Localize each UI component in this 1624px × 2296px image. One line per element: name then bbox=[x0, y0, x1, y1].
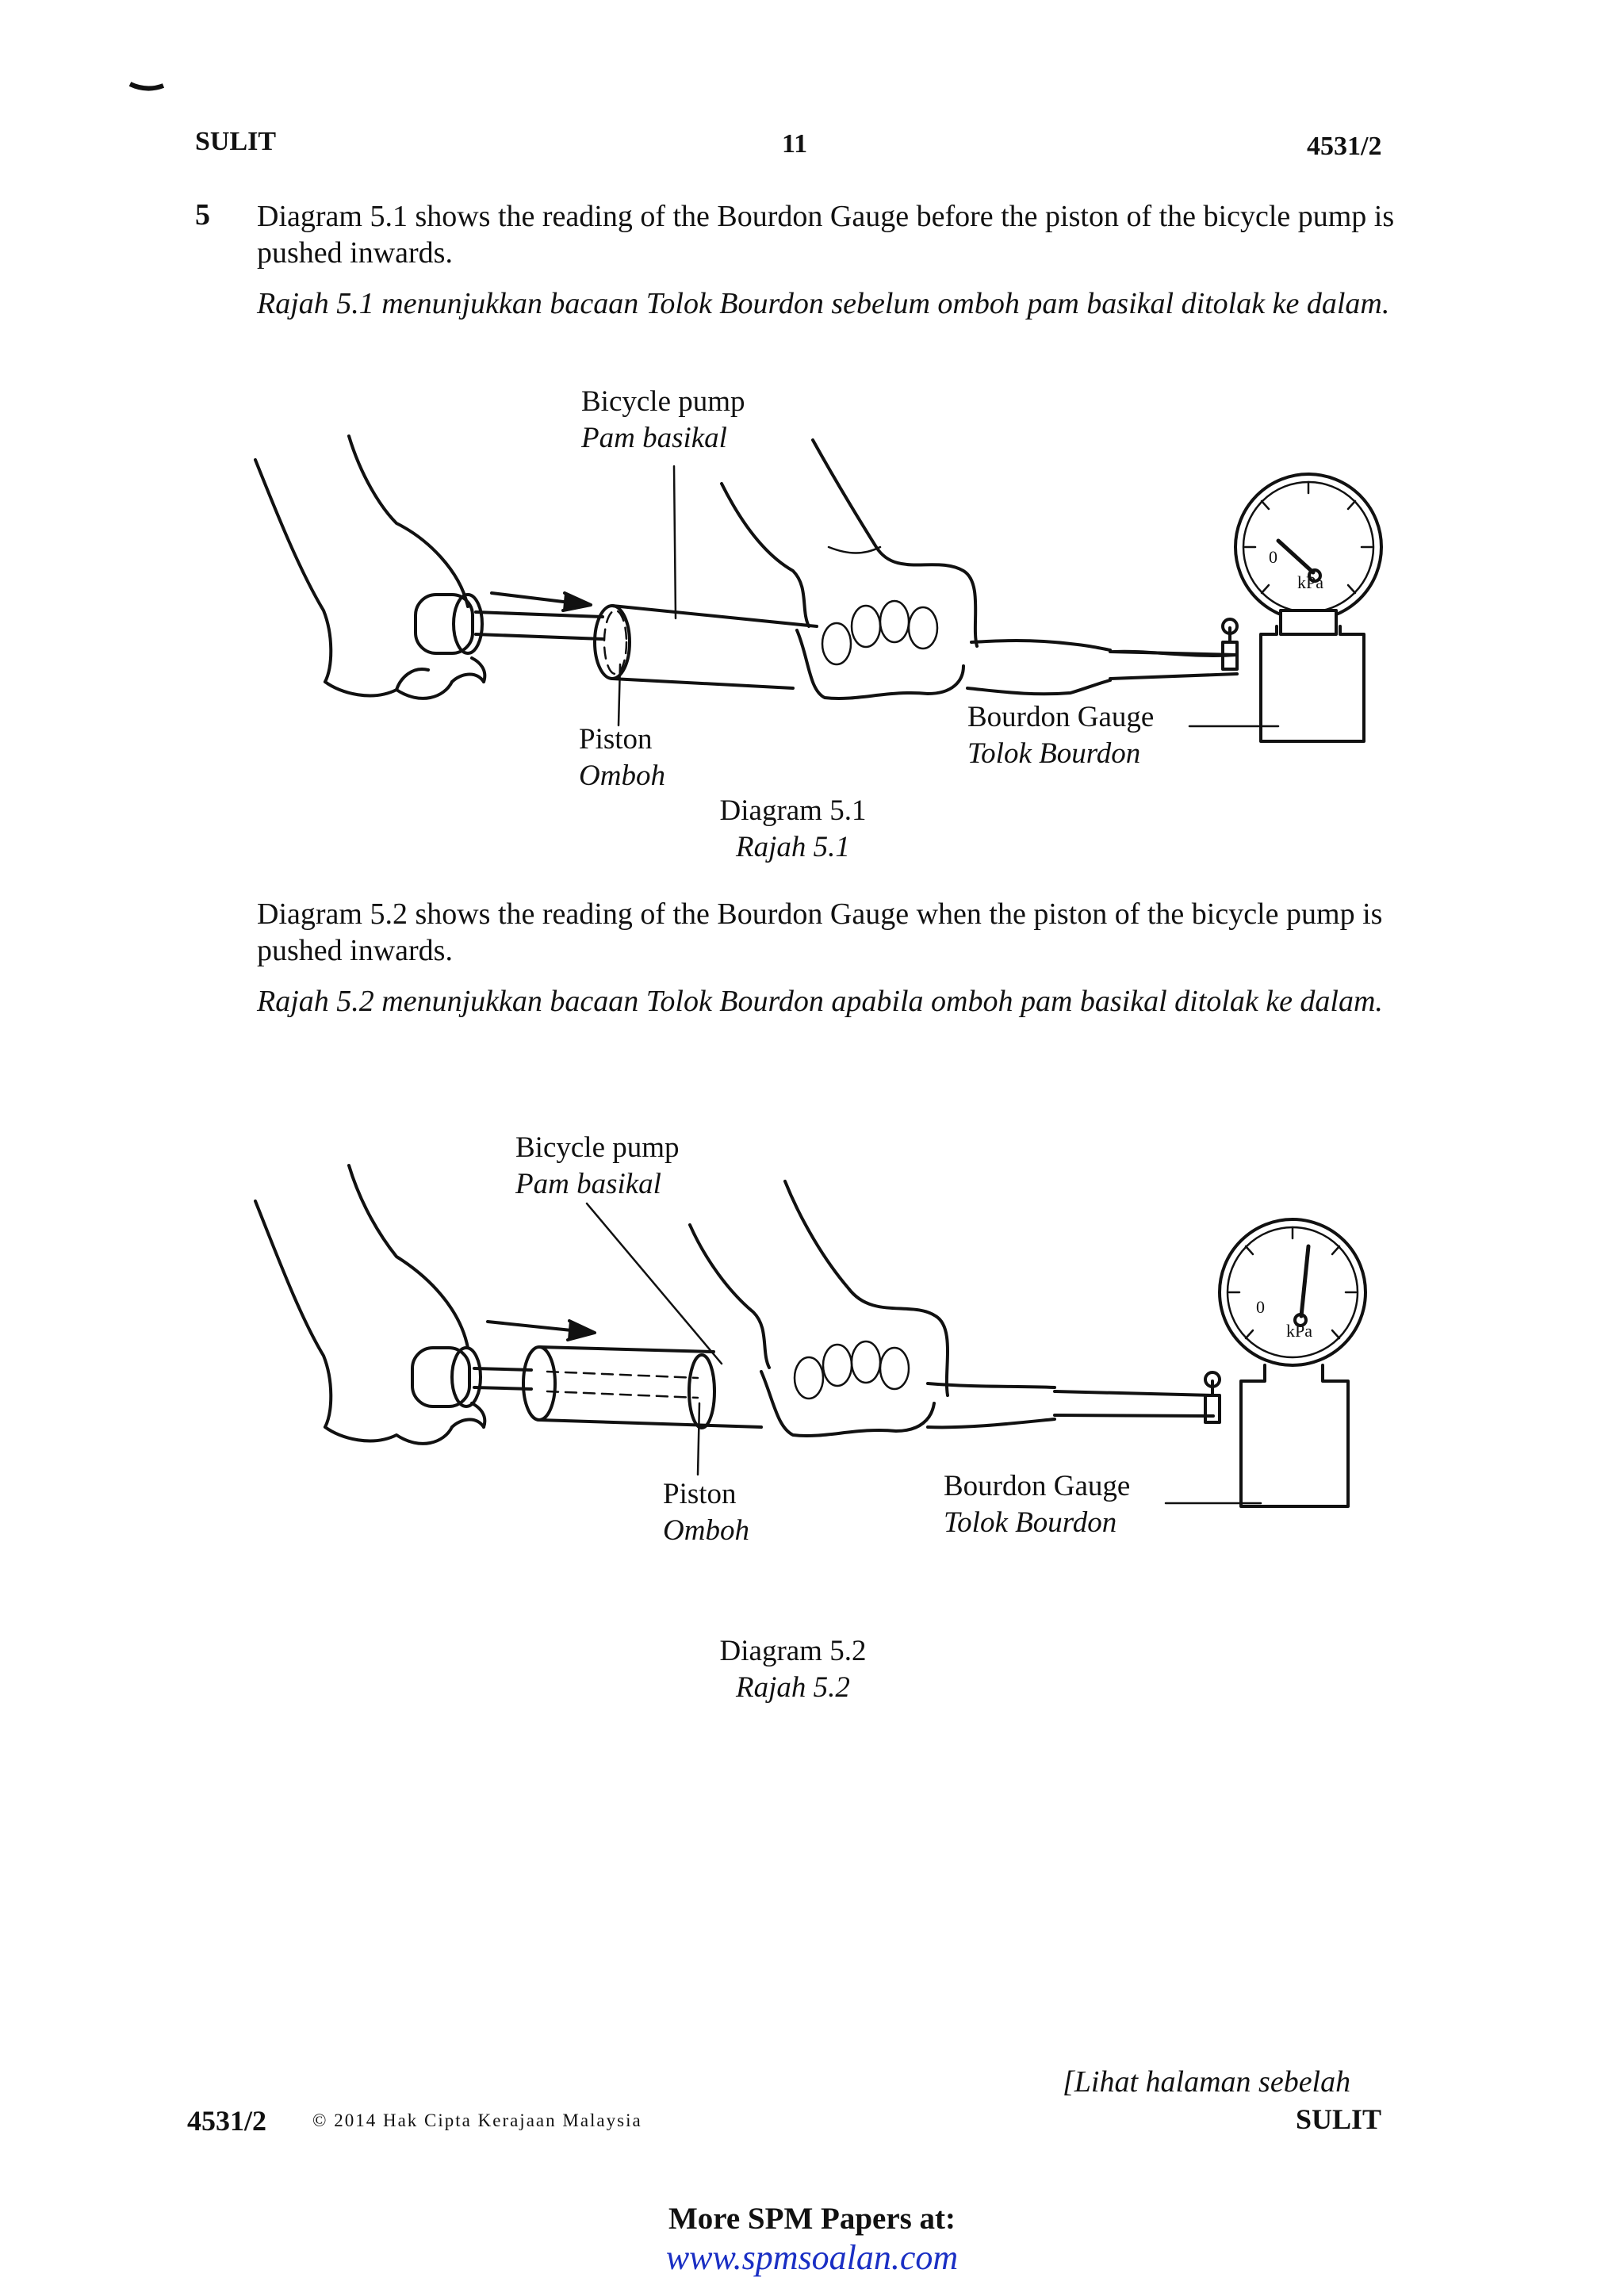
bourdon-gauge-2 bbox=[1218, 1218, 1367, 1508]
d1-pump-label-en: Bicycle pump bbox=[581, 385, 745, 418]
d1-caption-en: Diagram 5.1 bbox=[719, 794, 867, 827]
bourdon-gauge-1 bbox=[1234, 473, 1383, 743]
see-next-page: [Lihat halaman sebelah bbox=[1063, 2065, 1351, 2099]
right-hand-drawing-2 bbox=[688, 1180, 949, 1438]
d1-piston-label-en: Piston bbox=[579, 723, 653, 756]
footer-code: 4531/2 bbox=[187, 2105, 267, 2137]
left-hand-drawing bbox=[254, 434, 487, 700]
more-papers-text: More SPM Papers at: bbox=[668, 2202, 956, 2236]
d1-gauge-label-en: Bourdon Gauge bbox=[967, 701, 1155, 733]
question-text-en-1: Diagram 5.1 shows the reading of the Bou… bbox=[257, 200, 1395, 270]
d2-gauge-label-ms: Tolok Bourdon bbox=[944, 1506, 1117, 1539]
footer-sulit: SULIT bbox=[1296, 2103, 1382, 2135]
d1-piston-label-ms: Omboh bbox=[579, 760, 665, 792]
d2-pump-label-en: Bicycle pump bbox=[515, 1131, 680, 1164]
question-number: 5 bbox=[195, 198, 210, 232]
d2-gauge-zero: 0 bbox=[1256, 1297, 1265, 1317]
d2-gauge-label-en: Bourdon Gauge bbox=[944, 1470, 1131, 1502]
d1-pump-label-ms: Pam basikal bbox=[581, 422, 727, 454]
push-arrow-2 bbox=[486, 1319, 596, 1341]
hose-valve-2 bbox=[1204, 1371, 1221, 1424]
paper-code: 4531/2 bbox=[1307, 132, 1382, 161]
d2-pump-label-ms: Pam basikal bbox=[515, 1168, 661, 1200]
pump-handle-2 bbox=[411, 1346, 533, 1408]
diagram-5-2 bbox=[254, 1164, 1367, 1508]
d1-gauge-unit: kPa bbox=[1297, 572, 1323, 592]
corner-mark bbox=[128, 82, 165, 91]
pump-handle bbox=[414, 593, 604, 655]
hose-valve bbox=[1113, 618, 1239, 671]
question-text-en-2: Diagram 5.2 shows the reading of the Bou… bbox=[257, 897, 1383, 967]
d1-gauge-zero: 0 bbox=[1269, 547, 1277, 567]
header-sulit: SULIT bbox=[195, 127, 277, 156]
d2-caption-en: Diagram 5.2 bbox=[719, 1635, 867, 1667]
question-text-ms-2: Rajah 5.2 menunjukkan bacaan Tolok Bourd… bbox=[257, 985, 1383, 1018]
footer-copyright: © 2014 Hak Cipta Kerajaan Malaysia bbox=[312, 2110, 642, 2130]
d2-gauge-unit: kPa bbox=[1286, 1321, 1312, 1341]
page-number: 11 bbox=[782, 129, 808, 159]
d2-caption-ms: Rajah 5.2 bbox=[736, 1671, 850, 1704]
question-text-ms-1: Rajah 5.1 menunjukkan bacaan Tolok Bourd… bbox=[257, 287, 1390, 320]
d2-piston-label-ms: Omboh bbox=[663, 1514, 749, 1547]
pump-barrel-2 bbox=[522, 1345, 1215, 1429]
diagram-5-1 bbox=[254, 434, 1383, 743]
d2-piston-label-en: Piston bbox=[663, 1478, 737, 1510]
d1-gauge-label-ms: Tolok Bourdon bbox=[967, 737, 1141, 770]
d1-caption-ms: Rajah 5.1 bbox=[736, 831, 850, 863]
left-hand-drawing-2 bbox=[254, 1164, 487, 1445]
push-arrow bbox=[490, 591, 592, 612]
website-link[interactable]: www.spmsoalan.com bbox=[665, 2238, 959, 2277]
right-hand-drawing bbox=[720, 438, 979, 701]
